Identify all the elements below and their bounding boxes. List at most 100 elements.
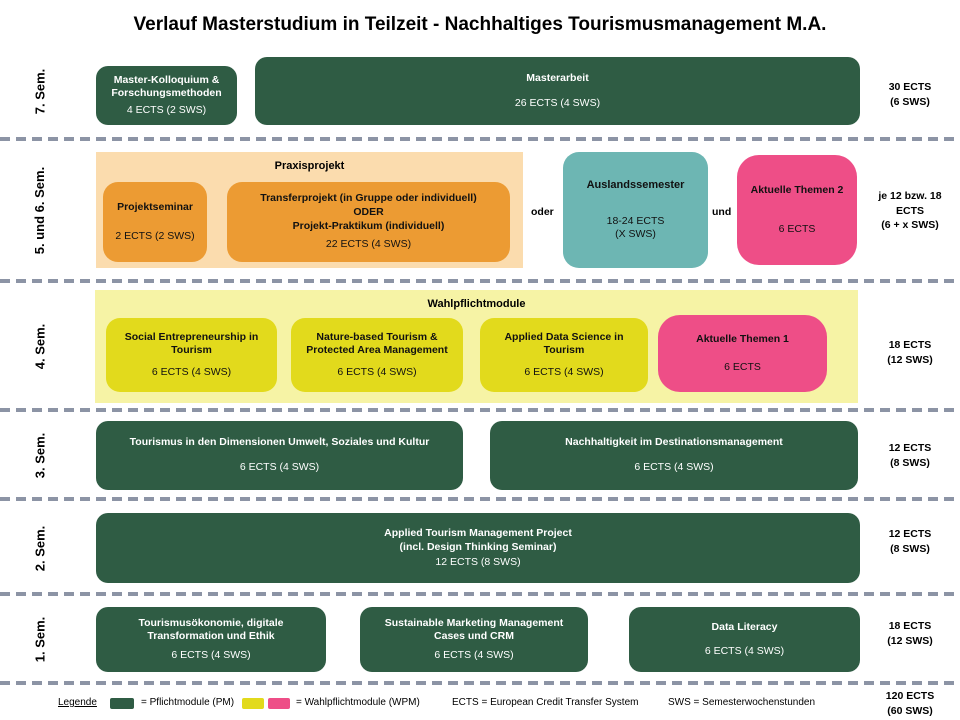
module-transferprojekt: Transferprojekt (in Gruppe oder individu…	[227, 182, 510, 262]
ects-total-sem7: 30 ECTS (6 SWS)	[862, 80, 958, 109]
total-line: 120 ECTS	[885, 690, 935, 702]
module-data-literacy: Data Literacy 6 ECTS (4 SWS)	[629, 607, 860, 672]
semester-label-5-6: 5. und 6. Sem.	[32, 166, 48, 254]
module-credits: 6 ECTS (4 SWS)	[239, 461, 320, 474]
total-line: (8 SWS)	[890, 456, 930, 469]
module-title: Nachhaltigkeit im Destinationsmanagement	[565, 436, 783, 449]
module-tourismusoekonomie: Tourismusökonomie, digitale Transformati…	[96, 607, 326, 672]
total-line: je 12 bzw. 18	[878, 190, 942, 202]
ects-total-sem2: 12 ECTS (8 SWS)	[862, 527, 958, 556]
total-line: 12 ECTS	[888, 528, 932, 540]
total-line: 12 ECTS	[888, 442, 932, 454]
module-title: Data Literacy	[711, 621, 778, 634]
legend-label: Legende	[58, 697, 97, 708]
module-applied-tourism-project: Applied Tourism Management Project (incl…	[96, 513, 860, 583]
total-line: 18 ECTS	[888, 339, 932, 351]
row-separator	[0, 137, 960, 141]
wahlpflichtmodule-swatch-pink	[268, 698, 290, 709]
pflichtmodule-swatch	[110, 698, 134, 709]
total-line: (6 + x SWS)	[881, 219, 939, 232]
total-line: (8 SWS)	[890, 542, 930, 555]
row-separator	[0, 497, 960, 501]
total-line: (12 SWS)	[887, 634, 933, 647]
module-credits: 6 ECTS (4 SWS)	[151, 366, 232, 379]
semester-label-1: 1. Sem.	[32, 616, 48, 663]
praxisprojekt-title: Praxisprojekt	[274, 160, 345, 172]
row-separator	[0, 279, 960, 283]
total-line: 18 ECTS	[888, 620, 932, 632]
module-credits: 6 ECTS (4 SWS)	[171, 649, 251, 662]
module-nachhaltigkeit-destination: Nachhaltigkeit im Destinationsmanagement…	[490, 421, 858, 490]
diagram-title: Verlauf Masterstudium in Teilzeit - Nach…	[133, 14, 827, 35]
module-masterarbeit: Masterarbeit 26 ECTS (4 SWS)	[255, 57, 860, 125]
module-title: Sustainable Marketing Management Cases u…	[384, 616, 564, 643]
ects-total-sem3: 12 ECTS (8 SWS)	[862, 441, 958, 470]
total-line: ECTS	[895, 204, 924, 217]
ects-total-sem4: 18 ECTS (12 SWS)	[862, 338, 958, 367]
semester-label-3: 3. Sem.	[32, 432, 48, 479]
semester-label-7: 7. Sem.	[32, 68, 48, 114]
module-credits: 6 ECTS (4 SWS)	[634, 461, 714, 474]
total-line: (6 SWS)	[890, 95, 930, 108]
module-title: Tourismus in den Dimensionen Umwelt, Soz…	[129, 436, 430, 449]
module-projektseminar: Projektseminar 2 ECTS (2 SWS)	[103, 182, 207, 262]
connector-oder: oder	[531, 206, 554, 218]
ects-total-sem5-6: je 12 bzw. 18 ECTS (6 + x SWS)	[862, 189, 958, 233]
row-separator	[0, 681, 960, 685]
legend-wahlpflichtmodule-text: = Wahlpflichtmodule (WPM)	[296, 697, 420, 708]
module-title: Social Entrepreneurship in Tourism	[124, 330, 259, 357]
module-credits: 6 ECTS	[778, 222, 816, 235]
total-line: (60 SWS)	[887, 704, 933, 717]
module-credits: 6 ECTS (4 SWS)	[524, 366, 604, 379]
module-subtitle: (incl. Design Thinking Seminar)	[399, 540, 557, 553]
wahlpflicht-title: Wahlpflichtmodule	[427, 298, 526, 310]
module-title: Tourismusökonomie, digitale Transformati…	[138, 616, 284, 643]
credits-line: (X SWS)	[615, 228, 656, 241]
legend-pflichtmodule-text: = Pflichtmodule (PM)	[141, 697, 235, 708]
module-credits: 22 ECTS (4 SWS)	[325, 238, 412, 251]
module-title: Master-Kolloquium & Forschungsmethoden	[111, 73, 222, 100]
module-credits: 18-24 ECTS (X SWS)	[607, 215, 665, 241]
module-aktuelle-themen-1: Aktuelle Themen 1 6 ECTS	[658, 315, 827, 392]
module-title: Masterarbeit	[526, 72, 589, 85]
module-credits: 2 ECTS (2 SWS)	[115, 229, 195, 242]
ects-total-overall: 120 ECTS (60 SWS)	[862, 689, 958, 718]
legend-sws-text: SWS = Semesterwochenstunden	[668, 697, 816, 708]
ects-total-sem1: 18 ECTS (12 SWS)	[862, 619, 958, 648]
connector-und: und	[712, 206, 732, 218]
credits-line: 18-24 ECTS	[606, 215, 665, 228]
module-title: Projektseminar	[117, 201, 193, 214]
total-line: 30 ECTS	[888, 81, 932, 93]
module-master-kolloquium: Master-Kolloquium & Forschungsmethoden 4…	[96, 66, 237, 125]
row-separator	[0, 592, 960, 596]
module-social-entrepreneurship: Social Entrepreneurship in Tourism 6 ECT…	[106, 318, 277, 392]
module-title-line: ODER	[353, 206, 384, 219]
module-credits: 4 ECTS (2 SWS)	[126, 104, 207, 117]
total-line: (12 SWS)	[887, 353, 933, 366]
module-credits: 6 ECTS (4 SWS)	[704, 644, 785, 657]
module-title-line: Transferprojekt (in Gruppe oder individu…	[260, 192, 477, 205]
module-auslandssemester: Auslandssemester 18-24 ECTS (X SWS)	[563, 152, 708, 268]
module-credits: 12 ECTS (8 SWS)	[435, 555, 521, 568]
module-title: Nature-based Tourism & Protected Area Ma…	[306, 330, 448, 357]
module-credits: 6 ECTS (4 SWS)	[434, 649, 514, 662]
module-title-line: Projekt-Praktikum (individuell)	[292, 219, 445, 232]
module-title: Auslandssemester	[586, 179, 685, 192]
legend-ects-text: ECTS = European Credit Transfer System	[452, 697, 639, 708]
module-nature-based-tourism: Nature-based Tourism & Protected Area Ma…	[291, 318, 463, 392]
module-aktuelle-themen-2: Aktuelle Themen 2 6 ECTS	[737, 155, 857, 265]
wahlpflichtmodule-swatch-yellow	[242, 698, 264, 709]
module-title: Applied Tourism Management Project	[384, 527, 572, 540]
module-credits: 6 ECTS (4 SWS)	[337, 366, 417, 379]
semester-label-4: 4. Sem.	[32, 323, 48, 370]
module-title: Aktuelle Themen 2	[750, 184, 844, 197]
module-credits: 6 ECTS	[724, 360, 761, 373]
module-applied-data-science: Applied Data Science in Tourism 6 ECTS (…	[480, 318, 648, 392]
module-sustainable-marketing: Sustainable Marketing Management Cases u…	[360, 607, 588, 672]
module-tourismus-dimensionen: Tourismus in den Dimensionen Umwelt, Soz…	[96, 421, 463, 490]
semester-label-2: 2. Sem.	[32, 525, 48, 571]
module-title: Applied Data Science in Tourism	[504, 330, 624, 357]
module-title: Aktuelle Themen 1	[696, 333, 789, 346]
module-credits: 26 ECTS (4 SWS)	[514, 96, 601, 109]
